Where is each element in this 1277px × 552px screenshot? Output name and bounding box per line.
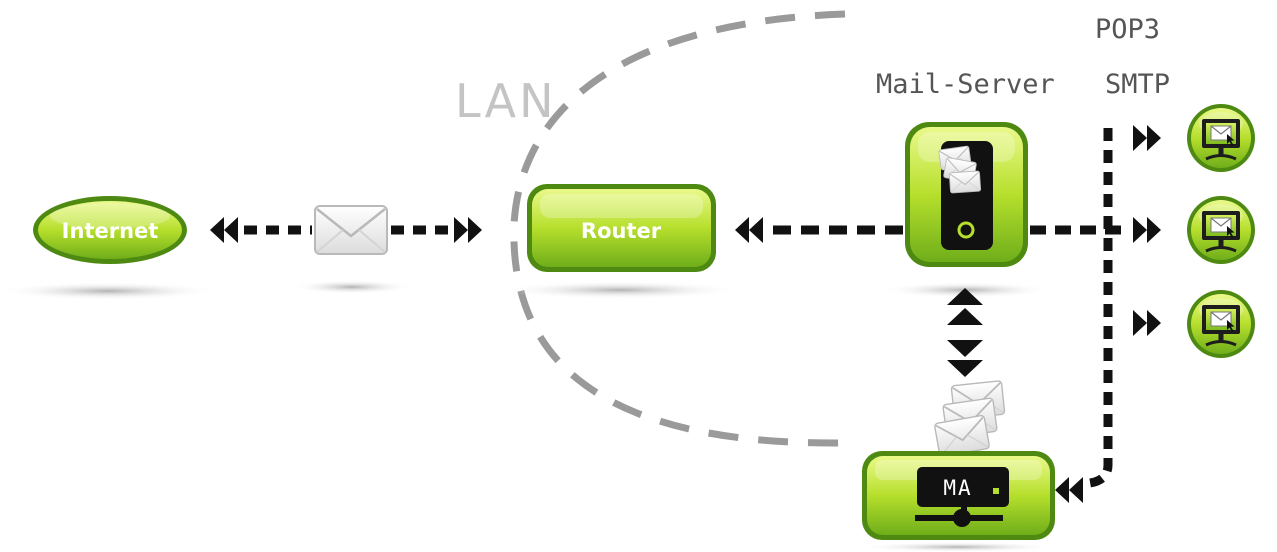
- mail-server-node: [905, 122, 1028, 267]
- client-monitor-2: [1185, 194, 1257, 266]
- ma-node: MA: [858, 379, 1058, 552]
- router-mailserver-connector: [735, 217, 905, 243]
- internet-router-connector: [210, 217, 482, 243]
- envelope-icon: [313, 204, 389, 256]
- internet-shadow: [0, 282, 218, 300]
- smtp-label: SMTP: [1105, 69, 1170, 100]
- pop3-label: POP3: [1095, 14, 1160, 45]
- router-node: Router: [527, 184, 716, 272]
- internet-node: Internet: [33, 196, 187, 264]
- ma-server-icon: [917, 467, 1009, 507]
- mail-server-label: Mail-Server: [876, 69, 1055, 100]
- client-monitor-1: [1185, 102, 1257, 174]
- client-monitor-3: [1185, 288, 1257, 360]
- ma-label: MA: [943, 476, 972, 500]
- mailserver-clients-connector: [1030, 125, 1161, 503]
- router-label: Router: [581, 219, 662, 243]
- internet-label: Internet: [62, 219, 159, 243]
- router-shadow: [500, 281, 740, 299]
- lan-label: LAN: [455, 74, 557, 128]
- mailserver-ma-connector: [947, 288, 983, 377]
- envelope-stack-icon: [933, 379, 1006, 458]
- envelope-shadow: [292, 280, 412, 294]
